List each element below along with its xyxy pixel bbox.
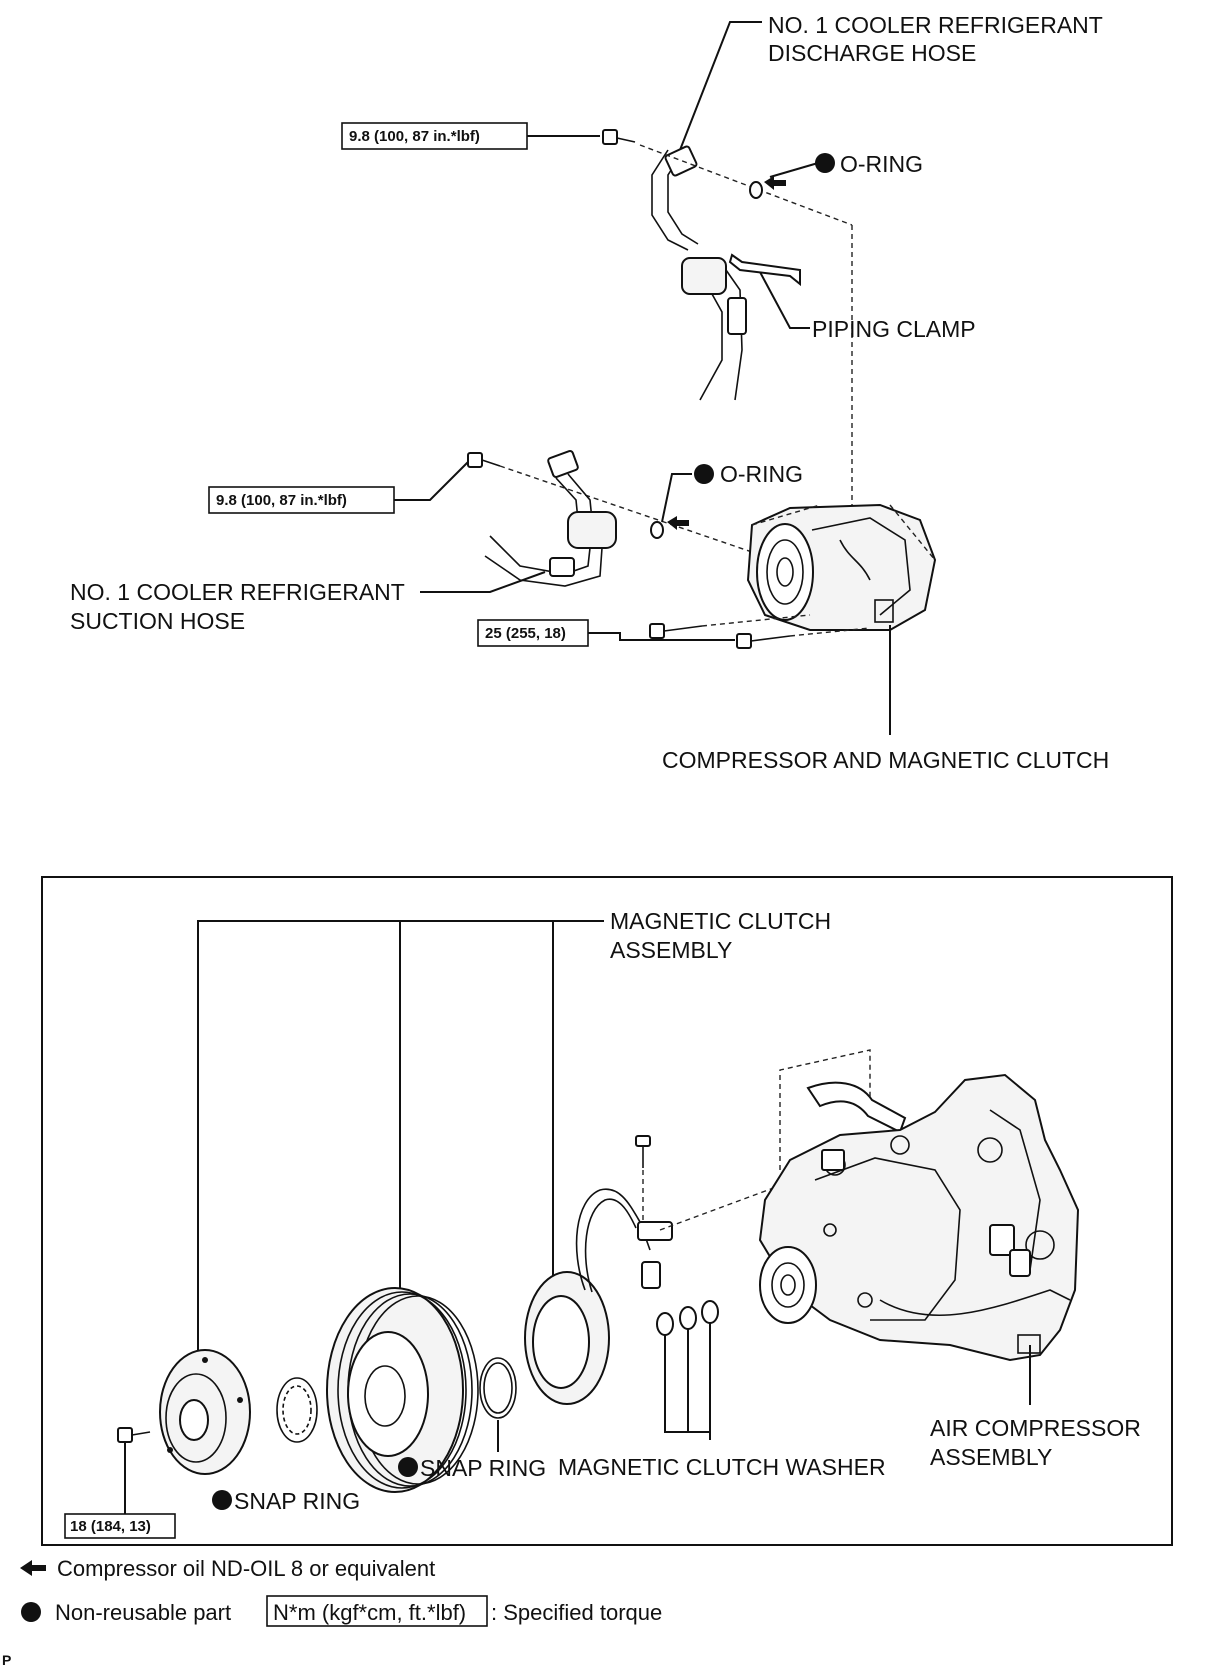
air-compressor-label-line1: AIR COMPRESSOR (930, 1415, 1141, 1441)
air-compressor-drawing (758, 1073, 1080, 1362)
magnetic-clutch-assembly-leader (197, 920, 604, 1378)
harness-clamp-centerline (779, 1049, 871, 1170)
discharge-hose-leader (679, 21, 762, 151)
suction-hose-label-line2: SUCTION HOSE (70, 608, 245, 634)
suction-hose-label-line1: NO. 1 COOLER REFRIGERANT (70, 579, 405, 605)
oil-arrow-mid-icon (667, 516, 689, 530)
snap-ring-outer-drawing (276, 1377, 318, 1443)
compressor-bolt-2-centerline (789, 627, 871, 637)
compressor-bolt-1-drawing (649, 623, 703, 639)
magnetic-clutch-assembly-label-line1: MAGNETIC CLUTCH (610, 908, 831, 934)
o-ring-top-drawing (749, 181, 763, 199)
magnetic-clutch-assembly-label-line2: ASSEMBLY (610, 937, 732, 963)
pulley-drawing (326, 1287, 479, 1493)
snap-ring-outer-label: SNAP RING (234, 1488, 360, 1514)
o-ring-top-leader (769, 162, 819, 178)
o-ring-mid-drawing (650, 521, 664, 539)
stator-coil-drawing (524, 1188, 673, 1405)
legend-torque-box (266, 1595, 488, 1627)
piping-clamp-leader (759, 271, 810, 329)
detail-frame (41, 876, 1173, 1546)
discharge-hose-label-line2: DISCHARGE HOSE (768, 40, 976, 66)
suction-bolt-leader (394, 461, 469, 501)
compressor-bolt-2-drawing (736, 633, 791, 649)
o-ring-mid-leader (661, 473, 692, 523)
compressor-bolt-leader (588, 632, 735, 641)
coil-bolt-drawing (635, 1135, 651, 1168)
discharge-bolt-torque: 9.8 (100, 87 in.*lbf) (349, 128, 480, 145)
piping-clamp-drawing (728, 253, 801, 287)
suction-hose-drawing (484, 450, 617, 587)
legend-non-reusable-text: Non-reusable part (55, 1600, 231, 1625)
harness-clamp-drawing (806, 1081, 907, 1134)
legend-torque-units: N*m (kgf*cm, ft.*lbf) (273, 1600, 466, 1625)
non-reusable-dot-snap-ring-inner-icon (398, 1457, 418, 1477)
legend-oil-text: Compressor oil ND-OIL 8 or equivalent (57, 1556, 435, 1581)
snap-ring-inner-drawing (479, 1357, 517, 1419)
compressor-upper-drawing (746, 503, 937, 631)
non-reusable-dot-o-ring-top-icon (815, 153, 835, 173)
suction-bolt-torque: 9.8 (100, 87 in.*lbf) (216, 492, 347, 509)
piping-clamp-label: PIPING CLAMP (812, 316, 976, 342)
snap-ring-inner-label: SNAP RING (420, 1455, 546, 1481)
discharge-bolt-drawing (602, 129, 636, 145)
hub-bolt-torque: 18 (184, 13) (70, 1518, 151, 1535)
air-compressor-label-line2: ASSEMBLY (930, 1444, 1052, 1470)
suction-hose-leader (420, 571, 546, 593)
corner-mark: P (2, 1652, 11, 1668)
oil-arrow-top-icon (764, 176, 786, 190)
magnetic-clutch-washer-label: MAGNETIC CLUTCH WASHER (558, 1454, 886, 1480)
o-ring-top-label: O-RING (840, 151, 923, 177)
suction-bolt-drawing (467, 452, 501, 468)
hub-bolt-torque-box (64, 1513, 176, 1539)
compressor-label: COMPRESSOR AND MAGNETIC CLUTCH (662, 747, 1109, 773)
hub-bolt-drawing (117, 1427, 151, 1443)
non-reusable-dot-snap-ring-outer-icon (212, 1490, 232, 1510)
magnetic-clutch-washers-drawing (656, 1300, 719, 1336)
clutch-hub-drawing (159, 1349, 251, 1475)
discharge-hose-label-line1: NO. 1 COOLER REFRIGERANT (768, 12, 1103, 38)
legend-oil-arrow-icon (20, 1560, 46, 1576)
discharge-hose-drawing (651, 145, 747, 401)
discharge-bolt-centerline (639, 144, 853, 226)
compressor-bolt-torque: 25 (255, 18) (485, 625, 566, 642)
legend-non-reusable-dot-icon (21, 1602, 41, 1622)
o-ring-mid-label: O-RING (720, 461, 803, 487)
suction-bolt-centerline (499, 465, 791, 566)
compressor-bolt-1-centerline (701, 614, 811, 627)
legend-torque-desc: : Specified torque (491, 1600, 662, 1625)
non-reusable-dot-o-ring-mid-icon (694, 464, 714, 484)
